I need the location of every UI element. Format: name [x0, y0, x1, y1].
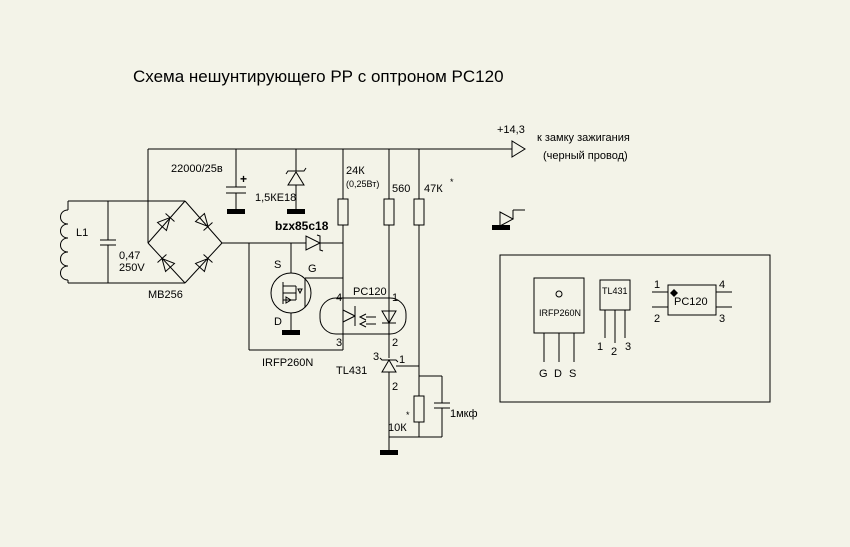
opto-pin-2: 2: [392, 337, 398, 349]
mosfet-pin-gate: G: [308, 263, 317, 275]
input-capacitor-voltage: 250V: [119, 262, 145, 274]
pc120-package-pin-2: 2: [654, 313, 660, 325]
irfp260n-package: [533, 277, 585, 362]
main-capacitor-value: 22000/25в: [171, 163, 223, 175]
bridge-diode-1: [156, 213, 175, 232]
irfp-package-label: IRFP260N: [539, 308, 581, 318]
tl431-pin-1: 1: [399, 354, 405, 366]
irfp-pin-s: S: [569, 368, 576, 380]
resistor-24k-power: (0,25Вт): [346, 179, 379, 189]
output-arrow: [511, 140, 526, 158]
tl431-package-pin-1: 1: [597, 341, 603, 353]
l1-coil: [60, 200, 185, 284]
resistor-10k-value: 10К: [388, 422, 407, 434]
zener-diode: [305, 234, 343, 252]
resistor-10k-star: *: [406, 410, 410, 420]
resistor-47k: [413, 149, 425, 396]
tl431-package-pin-3: 3: [625, 341, 631, 353]
ground-arrow-symbol: [492, 209, 525, 230]
pc120-package-label: PC120: [674, 296, 708, 308]
mosfet-pin-drain: D: [274, 316, 282, 328]
resistor-47k-star: *: [450, 177, 454, 187]
pc120-package-pin-1: 1: [654, 279, 660, 291]
diode-bridge: [147, 200, 223, 284]
bridge-diode-4: [194, 254, 213, 273]
main-capacitor: [226, 149, 246, 214]
tvs-diode: [285, 149, 307, 214]
optocoupler-label: PC120: [353, 286, 387, 298]
bridge-diode-2: [194, 212, 213, 231]
tl431: [379, 357, 419, 455]
resistor-10k: [389, 395, 442, 438]
zener-label: bzx85c18: [275, 219, 329, 233]
mosfet: [270, 243, 343, 335]
tl431-package-label: TL431: [602, 286, 628, 296]
mosfet-pin-source: S: [274, 259, 281, 271]
output-destination-label: к замку зажигания: [537, 132, 630, 144]
diagram-title: Схема нешунтирующего РР с оптроном PC120: [133, 67, 504, 86]
optocoupler: [319, 149, 407, 358]
main-capacitor-polarity: +: [240, 172, 247, 186]
resistor-47k-value: 47К: [424, 183, 443, 195]
tvs-label: 1,5КЕ18: [255, 192, 296, 204]
opto-pin-1: 1: [392, 292, 398, 304]
tl431-pin-3: 3: [373, 351, 379, 363]
pc120-package: [652, 284, 732, 316]
resistor-24k-value: 24К: [346, 165, 365, 177]
pc120-package-pin-3: 3: [719, 313, 725, 325]
input-capacitor: [100, 201, 116, 283]
bridge-label: MB256: [148, 289, 183, 301]
opto-pin-4: 4: [336, 292, 342, 304]
capacitor-1uf-value: 1мкф: [450, 408, 478, 420]
irfp-pin-g: G: [539, 368, 548, 380]
tl431-package: [599, 279, 631, 343]
output-wire-color-label: (черный провод): [543, 150, 628, 162]
tl431-package-pin-2: 2: [611, 346, 617, 358]
pc120-package-pin-4: 4: [719, 279, 725, 291]
l1-label: L1: [76, 227, 88, 239]
capacitor-1uf: [419, 375, 450, 437]
resistor-560-value: 560: [392, 183, 410, 195]
bridge-diode-3: [157, 254, 176, 273]
pinout-panel: [499, 254, 771, 403]
output-voltage-label: +14,3: [497, 124, 525, 136]
mosfet-label: IRFP260N: [262, 357, 313, 369]
irfp-pin-d: D: [554, 368, 562, 380]
tl431-label: TL431: [336, 365, 367, 377]
positive-rail: [147, 148, 512, 243]
tl431-pin-2: 2: [392, 381, 398, 393]
opto-pin-3: 3: [336, 337, 342, 349]
resistor-24k: [337, 149, 349, 298]
input-capacitor-value: 0,47: [119, 250, 140, 262]
